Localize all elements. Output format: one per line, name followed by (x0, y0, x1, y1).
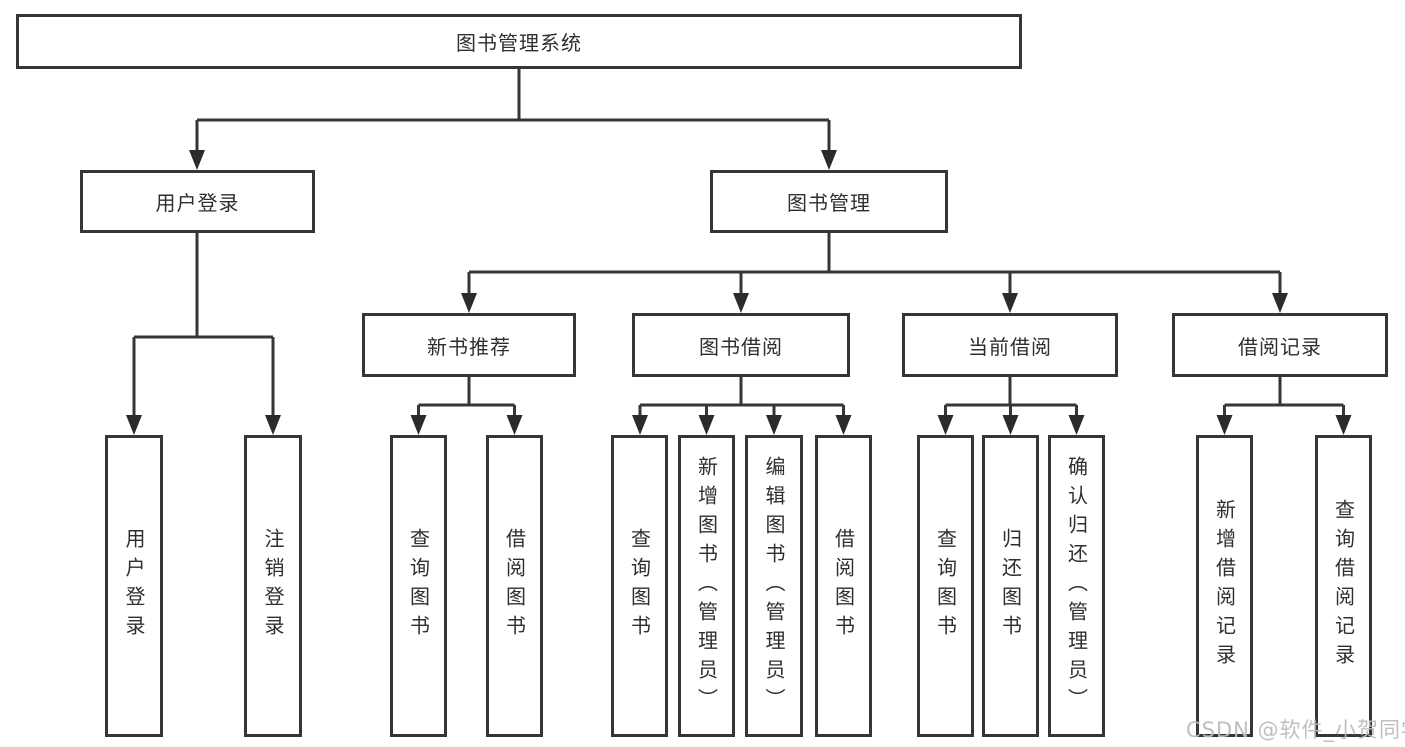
leaf-add-borrow-record: 新增借阅记录 (1196, 435, 1253, 737)
node-library-system: 图书管理系统 (16, 14, 1022, 69)
node-user-login: 用户登录 (80, 170, 315, 233)
leaf-edit-books-admin: 编辑图书（管理员） (745, 435, 803, 737)
leaf-return-books: 归还图书 (982, 435, 1039, 737)
leaf-confirm-return-admin: 确认归还（管理员） (1048, 435, 1105, 737)
node-new-book-recommend: 新书推荐 (362, 313, 576, 377)
leaf-user-login: 用户登录 (105, 435, 163, 737)
leaf-borrow-books-recommend: 借阅图书 (486, 435, 543, 737)
leaf-add-books-admin: 新增图书（管理员） (678, 435, 735, 737)
leaf-borrow-books: 借阅图书 (815, 435, 872, 737)
leaf-query-books-borrow: 查询图书 (611, 435, 668, 737)
node-borrowing-records: 借阅记录 (1172, 313, 1388, 377)
node-current-borrowing: 当前借阅 (902, 313, 1118, 377)
csdn-watermark: CSDN @软件_小贺同学 (1186, 718, 1405, 742)
leaf-query-books-current: 查询图书 (917, 435, 974, 737)
node-book-borrowing: 图书借阅 (632, 313, 850, 377)
leaf-query-borrow-record: 查询借阅记录 (1315, 435, 1372, 737)
node-book-management: 图书管理 (710, 170, 948, 233)
leaf-logout: 注销登录 (244, 435, 302, 737)
leaf-query-books-recommend: 查询图书 (390, 435, 447, 737)
